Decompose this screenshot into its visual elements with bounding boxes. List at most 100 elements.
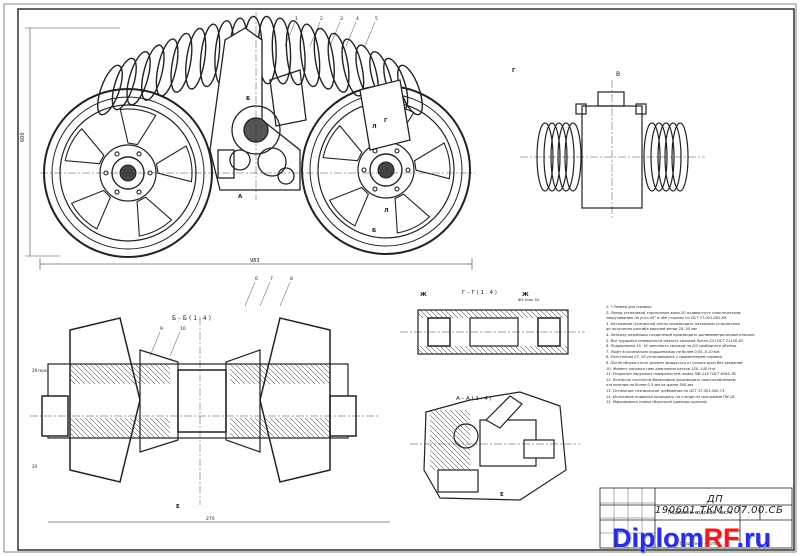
hatch-line: [289, 417, 311, 439]
wheel-bolt: [405, 167, 411, 173]
hatch-line: [439, 345, 449, 355]
requirement-line: 3. Натяжение гусеничной ленты производит…: [606, 321, 740, 326]
hatch-line: [229, 373, 241, 385]
hatch-line: [69, 432, 76, 439]
hatch-line: [139, 363, 161, 385]
hatch-line: [479, 309, 489, 319]
spring-coil: [155, 38, 179, 97]
part-number: 7: [270, 276, 273, 282]
hatch-line: [69, 417, 91, 439]
hatch-line: [429, 434, 466, 471]
hatch-line: [524, 345, 534, 355]
part-number: 9: [160, 326, 163, 332]
hatch-line: [564, 345, 569, 350]
hatch-line: [164, 363, 171, 370]
hatch-line: [244, 417, 266, 439]
hatch-line: [429, 464, 436, 471]
part-number: 6: [255, 276, 258, 282]
hatch-line: [514, 345, 524, 355]
hatch-line: [89, 363, 111, 385]
hatch-line: [229, 422, 246, 439]
hatch-line: [124, 363, 146, 385]
requirement-line: 11. Покрытие наружных поверхностей: эмал…: [606, 372, 737, 377]
section-mark: А: [238, 194, 243, 200]
hatch-line: [424, 345, 434, 355]
requirement-line: отклонение не более 0,3 мм на длине 500 …: [606, 383, 695, 388]
requirement-line: 10. Момент затяжки гаек крепления катков…: [606, 366, 716, 371]
title-block-sheet: Сборочный чертёж: [680, 541, 721, 546]
leader-line: [329, 21, 341, 47]
technical-requirements: 1. * Размер для справок.2. Перед установ…: [606, 305, 792, 406]
leader-line: [284, 21, 296, 47]
leader-line: [244, 281, 256, 307]
hatch-line: [154, 417, 171, 434]
hatch-line: [99, 417, 121, 439]
hatch-line: [229, 368, 246, 385]
hatch-line: [314, 417, 331, 434]
wheel-spoke-window: [413, 142, 451, 180]
hatch-line: [464, 309, 474, 319]
hatch-line: [494, 345, 504, 355]
section-gg-label: Г – Г ( 1 : 4 ): [462, 290, 497, 296]
wheel-spoke-window: [328, 186, 370, 227]
requirement-line: закручиванию на угол 45° в обе стороны п…: [606, 316, 728, 321]
hatch-line: [429, 414, 471, 456]
hatch-line: [424, 309, 434, 319]
hatch-line: [309, 417, 331, 439]
wheel-bolt: [114, 189, 120, 195]
hatch-line: [524, 309, 534, 319]
hatch-line: [304, 417, 326, 439]
leader-line: [259, 281, 271, 307]
hatch-line: [259, 363, 281, 385]
leader-line: [169, 331, 181, 357]
wheel-bolt: [136, 189, 142, 195]
hatch-line: [417, 348, 424, 355]
requirement-line: 13. Остальные технические требования по …: [606, 388, 726, 393]
hatch-line: [104, 417, 126, 439]
hatch-line: [429, 419, 471, 461]
spring-coil: [327, 32, 350, 93]
hatch-line: [429, 454, 446, 471]
spring-coil: [199, 23, 221, 88]
dim-overall-length: 983: [250, 258, 260, 264]
hatch-line: [439, 309, 449, 319]
hatch-line: [89, 417, 111, 439]
hatch-line: [254, 417, 276, 439]
hatch-line: [159, 417, 171, 429]
hatch-line: [294, 417, 316, 439]
hatch-line: [429, 449, 451, 471]
hatch-line: [434, 409, 471, 446]
section-mark: Г: [512, 68, 516, 74]
hatch-line: [449, 345, 459, 355]
hatch-line: [549, 309, 559, 319]
requirement-line: 6. Подшипники 15, 16 заполнить смазкой н…: [606, 344, 738, 349]
watermark-part-b: .ru: [736, 523, 772, 553]
section-mark: Л: [384, 208, 389, 214]
part-number: 4: [356, 16, 359, 22]
main-view: [25, 12, 475, 270]
hatch-line: [269, 363, 291, 385]
wheel-bolt: [136, 151, 142, 157]
hatch-line: [114, 363, 136, 385]
part-number: 5: [375, 16, 378, 22]
hatch-line: [514, 309, 524, 319]
hatch-line: [79, 363, 101, 385]
spring-coil: [341, 38, 365, 97]
hatch-line: [554, 345, 564, 355]
wheel-spoke-window: [64, 127, 105, 165]
dim-left-a: 29 max: [32, 368, 48, 373]
hatch-line: [289, 363, 311, 385]
watermark-part-a: Diplom: [612, 523, 704, 553]
hatch-line: [539, 345, 549, 355]
hatch-line: [144, 417, 166, 439]
hatch-line: [509, 309, 519, 319]
hatch-line: [314, 363, 331, 380]
hatch-line: [269, 417, 291, 439]
hatch-line: [319, 363, 331, 375]
hatch-line: [434, 345, 444, 355]
hatch-line: [419, 345, 429, 355]
hatch-line: [534, 345, 544, 355]
hatch-line: [134, 363, 156, 385]
view-v-label: В: [616, 71, 620, 78]
section-mark: Е: [176, 504, 180, 510]
